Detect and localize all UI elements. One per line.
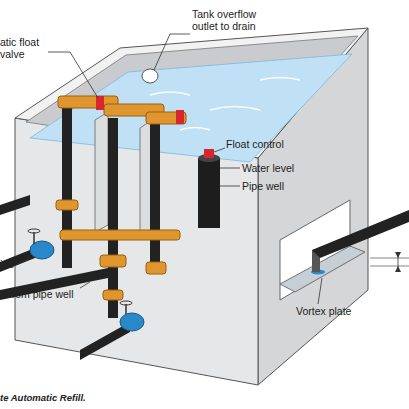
- pipe: [108, 118, 118, 318]
- pipe-fitting: [146, 262, 166, 274]
- pipe-fitting: [100, 255, 126, 267]
- pipe: [150, 122, 160, 272]
- callout-label: Pipe well: [242, 180, 322, 192]
- callout-label: Vortex plate: [296, 305, 376, 317]
- valve-handle: [28, 229, 40, 233]
- callout-label: Float control: [226, 138, 306, 150]
- partition-wall: [95, 112, 108, 232]
- pipe-manifold: [60, 230, 180, 240]
- leader-line: [80, 282, 90, 288]
- water-surface: [30, 54, 352, 162]
- callout-label: atic float valve: [0, 36, 50, 60]
- leader-line: [214, 148, 225, 152]
- dimension-extension: [370, 258, 409, 259]
- dimension-extension: [370, 266, 409, 267]
- pipe-fitting: [103, 290, 123, 300]
- pipe-fitting: [56, 200, 78, 210]
- outlet-pipe: [312, 210, 409, 258]
- suction-line: [0, 268, 108, 300]
- dimension-arrow: [395, 252, 401, 258]
- valve-handle: [120, 301, 132, 305]
- leader-line: [318, 278, 322, 304]
- figure-caption: te Automatic Refill.: [0, 392, 200, 404]
- valve-stem: [33, 232, 35, 244]
- callout-label: ine: [0, 258, 30, 270]
- float-valve: [96, 96, 104, 110]
- callout-label: Water level: [242, 162, 322, 174]
- dimension-arrow: [395, 266, 401, 272]
- pump: [120, 313, 144, 331]
- float-control: [204, 149, 214, 158]
- leader-line: [48, 52, 98, 98]
- pipe: [62, 108, 72, 268]
- leader-line: [18, 258, 30, 264]
- leader-line: [154, 34, 190, 70]
- leader-line: [220, 186, 240, 187]
- leader-line: [220, 168, 240, 169]
- pipe-well: [198, 158, 220, 228]
- pipe: [0, 195, 30, 215]
- overflow-outlet: [142, 69, 158, 83]
- callout-label: n from pipe well: [0, 288, 100, 300]
- callout-label: Tank overflow outlet to drain: [192, 8, 274, 32]
- float-valve: [176, 110, 184, 124]
